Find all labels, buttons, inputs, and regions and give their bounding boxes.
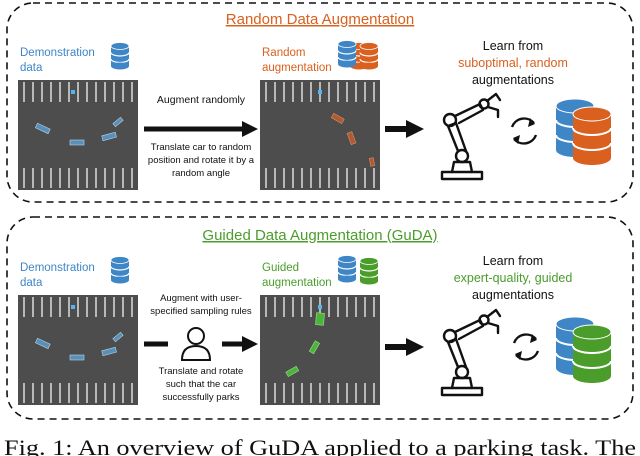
top-arrow-bottom-text-1: Translate car to random — [151, 142, 252, 153]
user-icon — [180, 327, 212, 361]
bottom-learn-text-2: expert-quality, guided — [454, 271, 573, 285]
bottom-demo-car-trajectory — [34, 331, 124, 361]
bottom-arrow-bottom-text-1: Translate and rotate — [159, 366, 244, 377]
bottom-aug-label-1: Guided — [262, 262, 299, 274]
bottom-learn-arrowhead — [406, 338, 424, 356]
top-cycle-icon — [510, 116, 538, 146]
bottom-arrow-bottom-text-2: such that the car — [166, 379, 236, 390]
top-demo-label-2: data — [20, 62, 43, 74]
bottom-arrow-top-text-1: Augment with user- — [160, 293, 242, 304]
bottom-arrow-bottom-text-3: successfully parks — [162, 392, 239, 403]
bottom-arrow-top-text-2: specified sampling rules — [150, 306, 252, 317]
bottom-aug-database-icon-front — [359, 256, 379, 286]
top-learn-text-2: suboptimal, random — [458, 56, 568, 70]
guided-car-trajectory — [285, 312, 325, 378]
bottom-big-database-front-icon — [572, 324, 612, 384]
top-arrow-top-text: Augment randomly — [157, 94, 246, 106]
goal-marker — [71, 90, 75, 94]
top-learn-arrowhead — [406, 120, 424, 138]
figure-caption: Fig. 1: An overview of GuDA applied to a… — [4, 435, 636, 456]
bottom-demo-label-2: data — [20, 277, 43, 289]
bottom-robot-arm-icon — [440, 308, 502, 397]
top-aug-database-icon-back — [337, 39, 357, 69]
top-demo-parking-lot — [17, 79, 139, 191]
top-learn-text-3: augmentations — [472, 73, 554, 87]
top-aug-parking-lot — [259, 79, 381, 191]
bottom-panel-title: Guided Data Augmentation (GuDA) — [202, 227, 437, 244]
top-arrow-bottom-text-2: position and rotate it by a — [148, 155, 255, 166]
top-learn-text-1: Learn from — [483, 39, 543, 53]
top-demo-label-1: Demonstration — [20, 47, 95, 59]
demo-car-trajectory — [34, 116, 124, 146]
random-car-trajectory — [330, 112, 376, 167]
bottom-demo-label-1: Demonstration — [20, 262, 95, 274]
bottom-panel-border — [6, 216, 634, 420]
bottom-demo-database-icon — [110, 255, 130, 285]
top-demo-database-icon — [110, 41, 130, 71]
bottom-demo-parking-lot — [17, 294, 139, 406]
top-panel-title: Random Data Augmentation — [226, 11, 414, 28]
top-robot-arm-icon — [440, 92, 502, 181]
top-aug-label-2: augmentation — [262, 62, 332, 74]
bottom-augment-arrowhead — [242, 336, 258, 352]
top-augment-arrowhead — [242, 121, 258, 137]
top-aug-database-icon-front — [359, 41, 379, 71]
top-arrow-bottom-text-3: random angle — [172, 168, 230, 179]
bottom-learn-text-1: Learn from — [483, 254, 543, 268]
top-aug-label-1: Random — [262, 47, 305, 59]
bottom-learn-text-3: augmentations — [472, 288, 554, 302]
top-panel-border — [6, 2, 634, 203]
bottom-aug-database-icon-back — [337, 254, 357, 284]
bottom-aug-label-2: augmentation — [262, 277, 332, 289]
bottom-cycle-icon — [512, 332, 540, 362]
bottom-aug-parking-lot — [259, 294, 381, 406]
top-big-database-front-icon — [572, 106, 612, 166]
